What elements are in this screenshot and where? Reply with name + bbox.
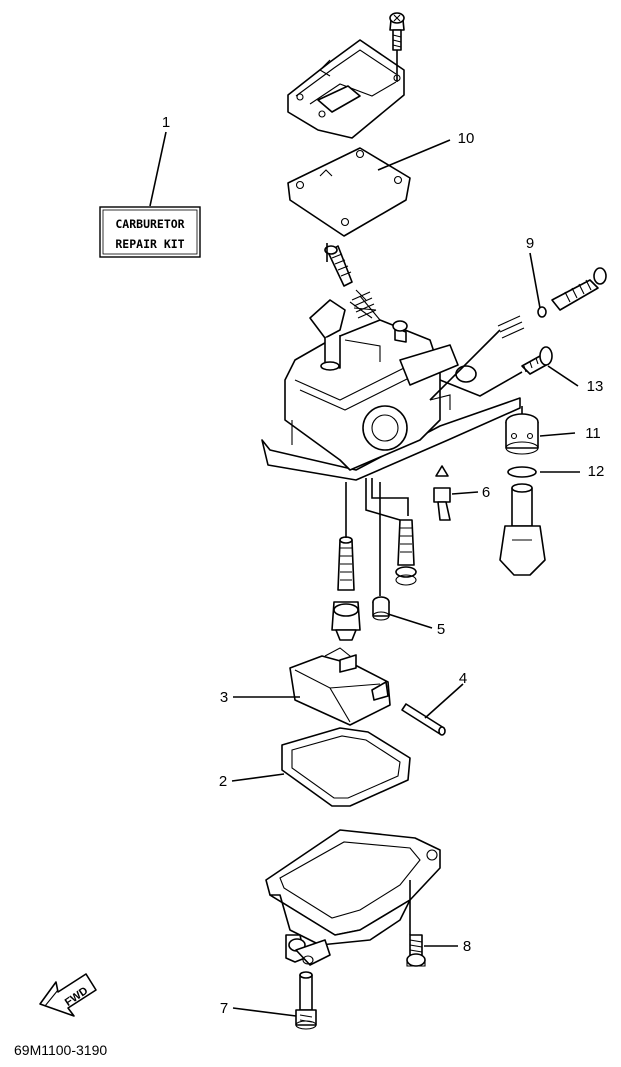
float-pin — [401, 703, 446, 736]
callout-4: 4 — [459, 670, 467, 687]
callout-13: 13 — [587, 378, 604, 395]
main-nozzle — [499, 406, 546, 576]
callout-7: 7 — [220, 1000, 228, 1017]
cover-screw — [389, 12, 405, 82]
callout-11: 11 — [585, 425, 601, 442]
diagram-code: 69M1100-3190 — [14, 1042, 107, 1058]
float-needle-valve — [433, 465, 451, 521]
float-chamber-screw-upper — [372, 482, 390, 621]
callout-12: 12 — [588, 463, 605, 480]
throttle-stop-screw — [429, 267, 607, 401]
callout-10: 10 — [458, 130, 475, 147]
repair-kit-label: CARBURETOR REPAIR KIT — [99, 206, 201, 258]
pilot-screw — [324, 243, 377, 319]
kit-label-line1: CARBURETOR — [115, 217, 184, 231]
pilot-jet — [439, 346, 553, 397]
callout-8: 8 — [463, 938, 471, 955]
callout-numbers: 1 10 9 13 11 12 6 5 4 3 2 8 7 — [162, 114, 605, 1017]
main-jet-assembly — [331, 482, 361, 641]
carburetor-top-cover — [287, 39, 405, 139]
kit-label-line2: REPAIR KIT — [115, 237, 184, 251]
carburetor-body — [261, 289, 521, 481]
callout-3: 3 — [220, 689, 228, 706]
slow-jet — [365, 478, 417, 586]
forward-direction-arrow: FWD — [39, 973, 97, 1017]
float-chamber — [265, 829, 441, 966]
callout-9: 9 — [526, 235, 534, 252]
drain-screw — [406, 934, 426, 967]
callout-2: 2 — [219, 773, 227, 790]
float — [289, 647, 391, 726]
callout-lines — [149, 131, 580, 1017]
float-chamber-gasket — [281, 727, 411, 807]
callout-1: 1 — [162, 114, 170, 131]
callout-5: 5 — [437, 621, 445, 638]
hose-nipple-screw — [295, 971, 317, 1030]
callout-6: 6 — [482, 484, 490, 501]
cover-gasket — [287, 147, 411, 237]
